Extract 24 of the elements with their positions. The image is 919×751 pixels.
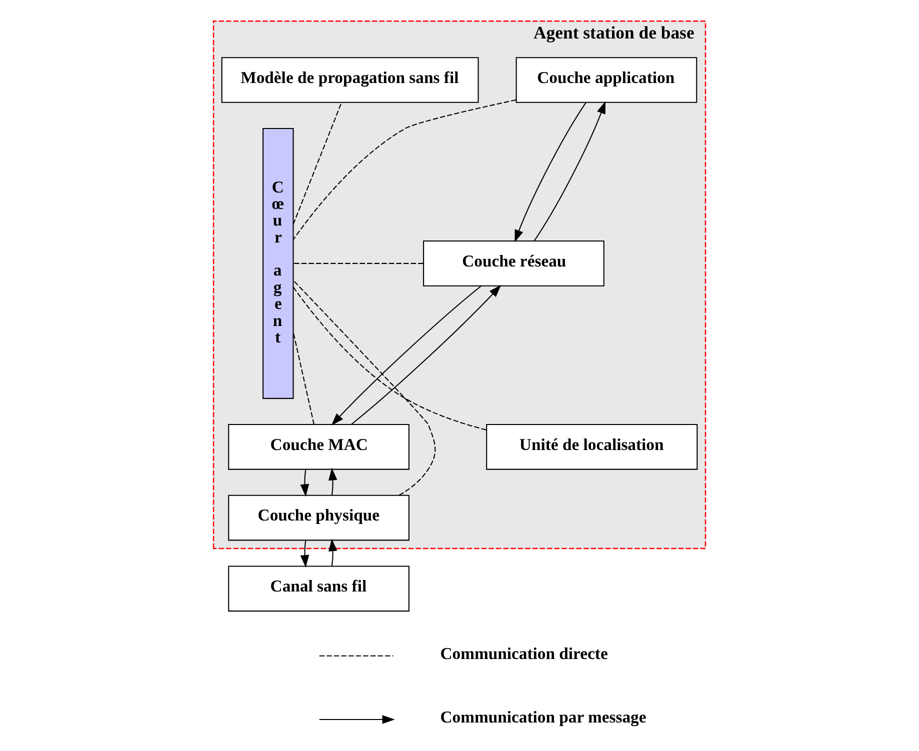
node-box: Unité de localisation xyxy=(486,424,698,470)
connector xyxy=(292,332,314,424)
legend-label: Communication directe xyxy=(440,644,608,663)
arrow xyxy=(328,538,338,566)
node-box: Canal sans fil xyxy=(228,566,410,612)
connector xyxy=(292,102,342,224)
node-box: Couche application xyxy=(516,57,698,103)
arrow xyxy=(300,469,310,497)
connector xyxy=(292,99,516,240)
node-box: Couche réseau xyxy=(423,240,604,286)
connector xyxy=(292,286,486,430)
arrow xyxy=(351,284,502,425)
connector xyxy=(293,280,436,496)
arrow xyxy=(300,540,310,568)
node-box: Cœur agent xyxy=(262,128,294,399)
arrow xyxy=(331,286,482,426)
node-box: Couche MAC xyxy=(228,424,410,470)
arrow xyxy=(328,468,338,496)
legend-label: Communication par message xyxy=(440,707,646,726)
node-box: Modèle de propagation sans fil xyxy=(221,57,479,103)
arrow xyxy=(534,101,606,242)
connector xyxy=(293,262,424,264)
node-box: Couche physique xyxy=(228,494,410,541)
arrow xyxy=(514,102,586,242)
